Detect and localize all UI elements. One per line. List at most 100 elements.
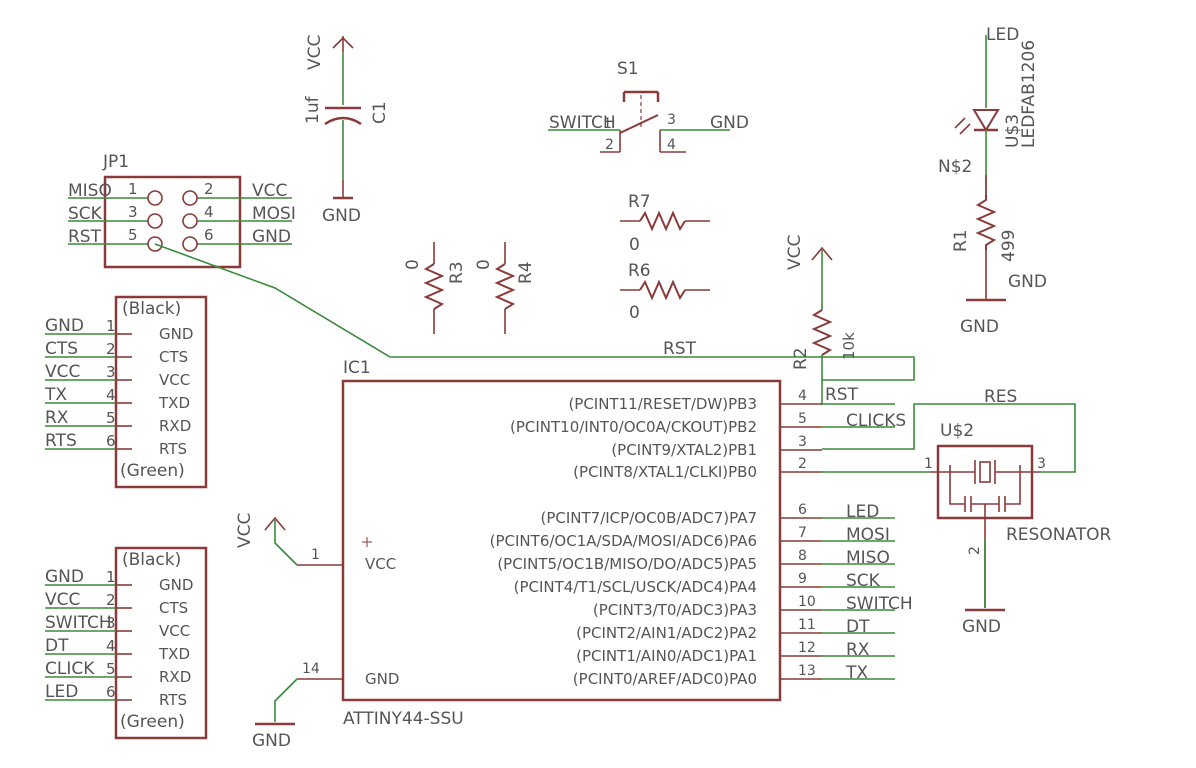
rst-net-label: RST <box>663 339 697 359</box>
ic1-ref: IC1 <box>343 358 371 378</box>
jp1-right-label: MOSI <box>252 204 296 224</box>
r2-vcc: VCC <box>785 235 805 270</box>
ic1-pin-num: 10 <box>798 594 816 610</box>
resistor-r4: 0 R4 <box>474 242 536 334</box>
ftdi-pin-name: TXD <box>158 645 190 663</box>
ic1-pin-name: (PCINT5/OC1B/MISO/DO/ADC5)PA5 <box>497 555 757 573</box>
s1-gnd: GND <box>710 113 749 133</box>
ftdi1-top-label: (Black) <box>122 299 181 319</box>
s1-pin2: 2 <box>605 137 614 153</box>
s1-net-switch: SWITCH <box>549 113 616 133</box>
ftdi-pin-name: RXD <box>159 417 191 435</box>
ftdi-pin-num: 6 <box>106 683 116 701</box>
ftdi-pin-name: CTS <box>159 599 188 617</box>
ic1-pin-name: (PCINT2/AIN1/ADC2)PA2 <box>576 624 757 642</box>
ic1-pin-net-label: CLICKS <box>846 411 906 431</box>
ic1-pin-num: 11 <box>798 617 816 633</box>
ftdi-pin-num: 4 <box>106 386 116 404</box>
resonator-u2: RES U$2 1 3 2 GND RESONATOR <box>924 387 1112 637</box>
r3-value: 0 <box>403 259 423 270</box>
ic1-pin-name: (PCINT0/AREF/ADC0)PA0 <box>573 670 757 688</box>
r4-value: 0 <box>474 259 494 270</box>
ic1-pin-name: (PCINT10/INT0/OC0A/CKOUT)PB2 <box>510 418 757 436</box>
rst-net-label-2: RST <box>825 385 859 405</box>
jp1-left-num: 1 <box>128 180 138 198</box>
r3-ref: R3 <box>447 261 467 284</box>
led-gnd2-label: GND <box>960 317 999 337</box>
ftdi-pin-num: 5 <box>106 409 116 427</box>
ftdi-net-label: CTS <box>45 339 78 359</box>
rst-wire <box>154 243 915 381</box>
ic1-pin-num: 2 <box>798 456 807 472</box>
res-net-label: RES <box>984 387 1017 407</box>
ic1-pin-num: 4 <box>798 388 807 404</box>
r1-ref: R1 <box>951 229 971 252</box>
pb1-wire <box>822 403 1076 473</box>
ic1-pin-name: (PCINT9/XTAL2)PB1 <box>611 441 757 459</box>
led-gnd-label: GND <box>1008 272 1047 292</box>
ic1-pin-net-label: DT <box>846 617 870 637</box>
ic1-pin-net-label: SCK <box>846 571 881 591</box>
capacitor-c1: VCC 1uf C1 GND <box>303 35 390 226</box>
ftdi-pin-num: 3 <box>106 363 116 381</box>
s1-ref: S1 <box>617 59 639 79</box>
ftdi-pin-num: 1 <box>106 317 116 335</box>
jp1-left-label: SCK <box>68 204 103 224</box>
jp1-right-label: GND <box>252 227 291 247</box>
ic1-vcc-pin-label: VCC <box>365 555 396 573</box>
led-u3-r1: LED LEDFAB1206 U$3 N$2 R1 499 GND GND <box>938 25 1047 337</box>
ic1-pin-net-label: LED <box>846 502 879 522</box>
header-jp1: JP1 MISO SCK RST 1 3 5 2 4 6 VCC MOSI GN… <box>68 152 296 269</box>
ftdi-net-label: RX <box>45 408 69 428</box>
ic1-attiny44: IC1 ATTINY44-SSU VCC GND 1 VCC 14 GND (P… <box>235 358 913 751</box>
res-pin2: 2 <box>967 546 983 555</box>
ftdi-net-label: GND <box>45 567 84 587</box>
ic1-vcc-pin-num: 1 <box>311 547 320 563</box>
switch-s1: S1 SWITCH 1 2 3 4 GND <box>548 59 749 153</box>
ftdi-pin-name: RTS <box>159 440 187 458</box>
ftdi-net-label: LED <box>45 682 78 702</box>
ftdi-pin-num: 6 <box>106 432 116 450</box>
ic1-pin-num: 5 <box>798 411 807 427</box>
ftdi2-bottom-label: (Green) <box>120 712 185 732</box>
ftdi-pin-num: 5 <box>106 660 116 678</box>
s1-pin4: 4 <box>667 137 676 153</box>
res-pin3: 3 <box>1037 456 1046 472</box>
jp1-right-label: VCC <box>252 181 287 201</box>
r6-value: 0 <box>629 303 640 323</box>
ic1-pin-name: (PCINT1/AIN0/ADC1)PA1 <box>576 647 757 665</box>
ftdi-net-label: GND <box>45 316 84 336</box>
ftdi-pin-num: 2 <box>106 591 116 609</box>
ic1-pin-name: (PCINT8/XTAL1/CLKI)PB0 <box>573 463 757 481</box>
c1-value: 1uf <box>303 95 323 124</box>
resistor-r3: 0 R3 <box>403 242 467 334</box>
jp1-left-label: RST <box>68 227 102 247</box>
ftdi-net-label: TX <box>44 385 67 405</box>
ic1-pin-num: 3 <box>798 434 807 450</box>
ic1-pin-num: 9 <box>798 571 807 587</box>
res-gnd: GND <box>962 617 1001 637</box>
ftdi-pin-num: 1 <box>106 568 116 586</box>
ic1-pin-name: (PCINT11/RESET/DW)PB3 <box>568 395 757 413</box>
led-node: N$2 <box>938 157 972 177</box>
ftdi-net-label: RTS <box>45 431 77 451</box>
ftdi1-bottom-label: (Green) <box>120 461 185 481</box>
ic1-gnd-pin-num: 14 <box>302 661 320 677</box>
r2-value: 10k <box>840 332 858 360</box>
r1-value: 499 <box>999 230 1019 262</box>
r7-ref: R7 <box>628 192 651 212</box>
ftdi-net-label: VCC <box>45 590 80 610</box>
s1-pin3: 3 <box>667 112 676 128</box>
r4-ref: R4 <box>516 261 536 284</box>
ic1-pin-net-label: TX <box>845 663 868 683</box>
c1-vcc-label: VCC <box>305 35 325 70</box>
ic1-pin-num: 8 <box>798 548 807 564</box>
ic1-pin-rows: (PCINT11/RESET/DW)PB3 4 (PCINT10/INT0/OC0A… <box>490 388 913 688</box>
ftdi-pin-name: VCC <box>159 371 190 389</box>
c1-gnd-label: GND <box>322 206 361 226</box>
ic1-gnd-pin-label: GND <box>365 670 399 688</box>
ic1-pin-num: 13 <box>798 663 816 679</box>
